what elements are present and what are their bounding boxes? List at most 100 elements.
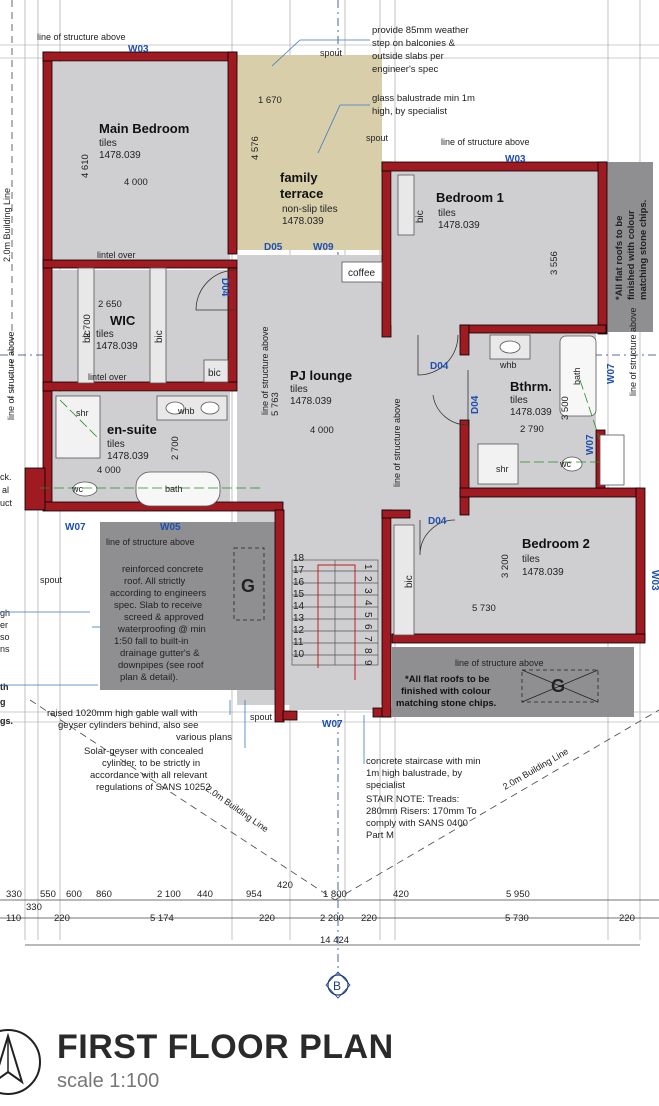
dim-r1-extra: 330	[26, 902, 42, 913]
dim-r2-5: 220	[361, 913, 377, 924]
stair-12: 12	[293, 625, 305, 636]
fixture-labels: bic bic bic bic bic coffee lintel over l…	[71, 210, 582, 588]
spout-terrace: spout	[366, 133, 389, 143]
stair-1: 1	[362, 564, 373, 570]
dim-r1-9: 420	[393, 889, 409, 900]
edge-frag-1: gh	[0, 608, 10, 618]
stair-17: 17	[293, 565, 305, 576]
plan-title: FIRST FLOOR PLAN	[57, 1028, 394, 1066]
dim-lounge-w: 4 000	[310, 425, 334, 436]
ensuite-finish: tiles	[107, 439, 125, 450]
stair-note-4: Part M	[366, 830, 394, 841]
building-line-bottom-left: 2.0m Building Line	[204, 783, 270, 834]
weather-step-line-2: step on balconies &	[372, 38, 456, 49]
dim-r2-3: 220	[259, 913, 275, 924]
edge-frag-7: gs.	[0, 716, 13, 726]
roof-note-9: downpipes (see roof	[118, 660, 204, 671]
bic-lounge: bic	[208, 368, 221, 379]
lounge-label: PJ lounge	[290, 368, 352, 383]
terrace-code: 1478.039	[282, 216, 324, 227]
dim-r1-3: 860	[96, 889, 112, 900]
solar-line-4: regulations of SANS 10252	[96, 782, 211, 793]
note-staircase: concrete staircase with min 1m high balu…	[366, 756, 481, 841]
wic-finish: tiles	[96, 329, 114, 340]
staircase-line-1: concrete staircase with min	[366, 756, 481, 767]
north-arrow-icon	[0, 1029, 41, 1095]
edge-frag-5: th	[0, 682, 9, 692]
tag-d04-wic: D04	[219, 278, 230, 297]
roof-note-1: reinforced concrete	[122, 564, 203, 575]
geyser-symbols	[233, 547, 599, 703]
balustrade-line-2: high, by specialist	[372, 106, 447, 117]
main-bedroom-floor	[52, 62, 230, 260]
edge-frag-2: er	[0, 620, 8, 630]
gable-line-2: geyser cylinders behind, also see	[58, 720, 198, 731]
dim-ensuite-h: 2 700	[170, 436, 181, 460]
bedroom2-label: Bedroom 2	[522, 536, 590, 551]
building-line-left: 2.0m Building Line	[2, 188, 12, 262]
walls	[24, 51, 646, 723]
coffee-label: coffee	[348, 268, 375, 279]
flat-roof-right-2: finished with colour	[626, 210, 637, 300]
structure-above-right-edge: line of structure above	[628, 307, 638, 396]
tag-d04-bath: D04	[470, 395, 481, 414]
stair-6: 6	[362, 624, 373, 630]
flat-roof-bottom-3: matching stone chips.	[396, 698, 496, 709]
tag-d04-bed2: D04	[428, 516, 447, 527]
opening-tags: W03 W03 W03 W07 W07 W07 W07 W05 W09 D05 …	[65, 44, 659, 730]
dim-bath-w: 2 790	[520, 424, 544, 435]
structure-above-bottom: line of structure above	[455, 658, 544, 668]
note-gable-wall: raised 1020mm high gable wall with geyse…	[47, 708, 232, 743]
dim-r1-1: 550	[40, 889, 56, 900]
bedroom1-label: Bedroom 1	[436, 190, 504, 205]
note-weather-step: provide 85mm weather step on balconies &…	[372, 25, 469, 75]
dim-ensuite-w: 4 000	[97, 465, 121, 476]
tag-w07-bottom: W07	[322, 719, 343, 730]
tag-w05: W05	[160, 522, 181, 533]
dim-main-bed-w: 4 000	[124, 177, 148, 188]
dim-r2-0: 110	[6, 913, 21, 924]
g-label-right: G	[551, 676, 565, 696]
stair-15: 15	[293, 589, 305, 600]
dim-lounge-h: 5 763	[270, 392, 281, 416]
dim-terrace-w: 1 670	[258, 95, 282, 106]
dim-bed1-h: 3 556	[549, 251, 560, 275]
bedroom1-finish: tiles	[438, 208, 456, 219]
bic-wic-right: bic	[154, 330, 165, 343]
dim-r1-8: 1 800	[323, 889, 347, 900]
edge-frag-4: ns	[0, 644, 10, 654]
spout-left: spout	[40, 575, 63, 585]
roof-note-10: plan & detail).	[120, 672, 178, 683]
stair-numbers: 18 17 16 15 14 13 12 11 10 1 2 3 4 5 6 7…	[293, 553, 373, 666]
roof-note-2: roof. All strictly	[124, 576, 185, 587]
lintel-over-top: lintel over	[97, 250, 136, 260]
dim-bath-h: 3 500	[560, 396, 571, 420]
ensuite-code: 1478.039	[107, 451, 149, 462]
stair-8: 8	[362, 648, 373, 654]
note-flat-roof-right: *All flat roofs to be finished with colo…	[614, 200, 649, 300]
weather-step-line-3: outside slabs per	[372, 51, 444, 62]
dim-r2-7: 220	[619, 913, 635, 924]
room-dimensions: 4 610 4 000 1 670 4 576 3 556 2 650 2 70…	[80, 95, 571, 614]
weather-step-line-1: provide 85mm weather	[372, 25, 469, 36]
edge-frag-6: g	[0, 697, 6, 707]
leader-lines	[0, 39, 370, 764]
bedroom1-code: 1478.039	[438, 220, 480, 231]
main-bedroom-code: 1478.039	[99, 150, 141, 161]
dim-bed2-h: 3 200	[500, 554, 511, 578]
stair-13: 13	[293, 613, 305, 624]
dim-r1-7: 420	[277, 880, 293, 891]
tag-d05: D05	[264, 242, 283, 253]
terrace-label-2: terrace	[280, 186, 323, 201]
lounge-code: 1478.039	[290, 396, 332, 407]
structure-above-top: line of structure above	[37, 32, 126, 42]
roof-note-3: according to engineers	[110, 588, 206, 599]
solar-line-1: Solar-geyser with concealed	[84, 746, 203, 757]
main-bedroom-label: Main Bedroom	[99, 121, 189, 136]
bathroom-code: 1478.039	[510, 407, 552, 418]
duct-fragment-1: ck.	[0, 472, 12, 482]
staircase-line-2: 1m high balustrade, by	[366, 768, 462, 779]
tag-w03-top: W03	[128, 44, 149, 55]
main-bedroom-finish: tiles	[99, 138, 117, 149]
bathroom-finish: tiles	[510, 395, 528, 406]
